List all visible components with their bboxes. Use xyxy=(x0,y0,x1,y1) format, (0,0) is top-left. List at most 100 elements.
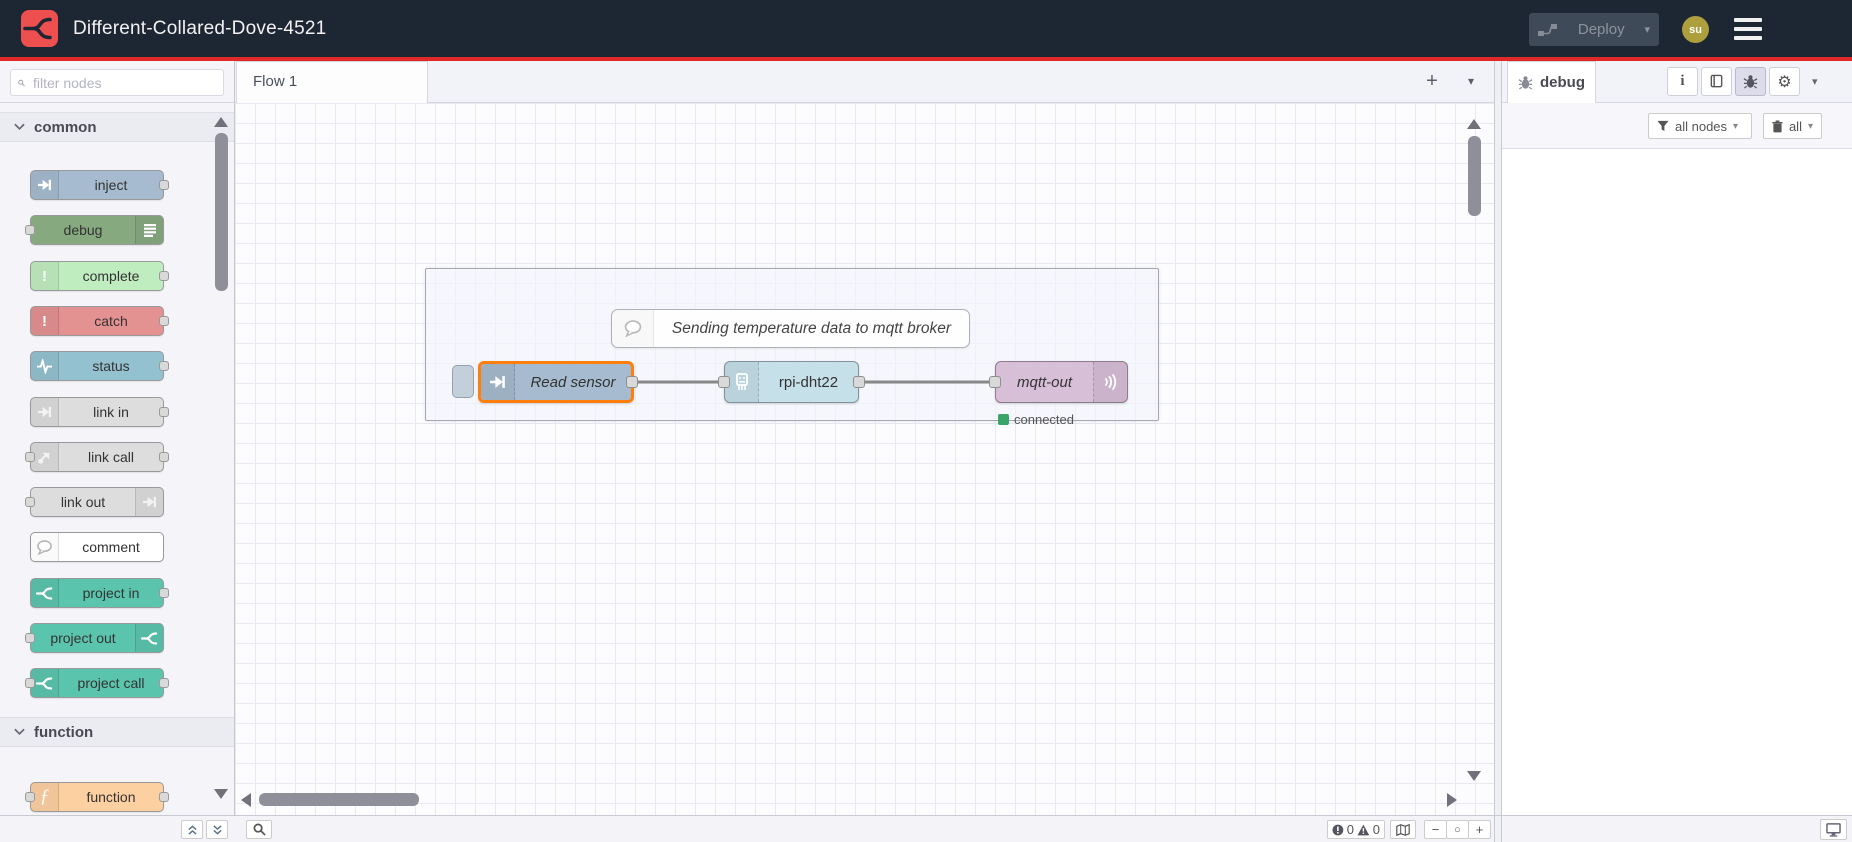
deploy-label: Deploy xyxy=(1577,21,1625,38)
palette-scroll-down-arrow[interactable] xyxy=(214,789,228,799)
flow-node-mqtt-out[interactable]: mqtt-out xyxy=(989,361,1128,403)
canvas-scroll-left-arrow[interactable] xyxy=(241,793,251,807)
canvas-vscrollbar-thumb[interactable] xyxy=(1468,136,1481,216)
output-port[interactable] xyxy=(626,376,638,388)
comment-node[interactable]: Sending temperature data to mqtt broker xyxy=(611,309,970,348)
warning-icon xyxy=(1357,824,1370,835)
palette-scrollbar-thumb[interactable] xyxy=(215,133,228,291)
palette-category-common[interactable]: common xyxy=(0,112,234,142)
add-flow-button[interactable]: + xyxy=(1426,70,1438,92)
palette-node-link-in[interactable]: link in xyxy=(30,397,169,427)
inject-icon xyxy=(31,171,59,199)
double-chevron-down-icon xyxy=(212,824,222,835)
info-icon: i xyxy=(1680,73,1685,89)
palette-node-link-call[interactable]: link call xyxy=(25,442,169,472)
sidebar-tab-debug[interactable]: debug xyxy=(1507,61,1596,103)
output-port[interactable] xyxy=(159,792,169,802)
output-port[interactable] xyxy=(159,316,169,326)
deploy-button[interactable]: Deploy ▾ xyxy=(1529,13,1659,46)
status-dot xyxy=(998,414,1009,425)
palette-node-label: catch xyxy=(94,313,128,329)
palette-node-link-out[interactable]: link out xyxy=(25,487,164,517)
output-port[interactable] xyxy=(159,588,169,598)
debug-lines-icon xyxy=(135,216,163,244)
flow-node-read-sensor[interactable]: Read sensor xyxy=(478,361,638,403)
input-port[interactable] xyxy=(989,376,1001,388)
input-port[interactable] xyxy=(25,452,35,462)
caret-down-icon: ▾ xyxy=(1733,120,1739,132)
palette-scroll-up-arrow[interactable] xyxy=(214,117,228,127)
palette-node-debug[interactable]: debug xyxy=(25,215,164,245)
tab-flow-1[interactable]: Flow 1 xyxy=(236,61,428,103)
palette-node-label: status xyxy=(92,358,130,374)
palette-expand-all-button[interactable] xyxy=(206,820,228,839)
sidebar-menu-caret-icon[interactable]: ▾ xyxy=(1812,76,1818,88)
flow-node-label: rpi-dht22 xyxy=(778,373,839,391)
search-icon xyxy=(18,79,25,86)
zoom-in-button[interactable]: + xyxy=(1468,820,1491,839)
input-port[interactable] xyxy=(25,792,35,802)
dashboard-button[interactable] xyxy=(1820,819,1847,840)
debug-clear-label: all xyxy=(1788,118,1802,134)
palette-node-complete[interactable]: ! complete xyxy=(30,261,169,291)
palette-node-label: inject xyxy=(94,177,128,193)
sidebar-config-button[interactable]: ⚙ xyxy=(1769,67,1800,96)
output-port[interactable] xyxy=(159,180,169,190)
navigator-toggle-button[interactable] xyxy=(1390,820,1416,839)
palette-node-project-in[interactable]: project in xyxy=(30,578,169,608)
palette-filter-input[interactable] xyxy=(31,73,216,92)
input-port[interactable] xyxy=(25,633,35,643)
output-port[interactable] xyxy=(159,678,169,688)
debug-clear-button[interactable]: all ▾ xyxy=(1763,113,1822,139)
palette-node-function[interactable]: ƒ function xyxy=(25,782,169,812)
palette-node-catch[interactable]: ! catch xyxy=(30,306,169,336)
inject-trigger-button[interactable] xyxy=(452,365,474,398)
flow-node-rpi-dht22[interactable]: rpi-dht22 xyxy=(718,361,865,403)
sidebar-help-button[interactable] xyxy=(1701,67,1732,96)
output-port[interactable] xyxy=(159,271,169,281)
sidebar-debug-button[interactable] xyxy=(1735,67,1766,96)
input-port[interactable] xyxy=(718,376,730,388)
palette-node-project-out[interactable]: project out xyxy=(25,623,164,653)
output-port[interactable] xyxy=(159,361,169,371)
menu-bar xyxy=(1734,36,1762,40)
canvas-hscrollbar-thumb[interactable] xyxy=(259,793,419,806)
output-port[interactable] xyxy=(853,376,865,388)
user-avatar[interactable]: su xyxy=(1682,16,1709,43)
project-branch-icon xyxy=(31,579,59,607)
input-port[interactable] xyxy=(25,225,35,235)
sidebar-info-button[interactable]: i xyxy=(1667,67,1698,96)
canvas-scroll-right-arrow[interactable] xyxy=(1447,793,1457,807)
canvas-scroll-down-arrow[interactable] xyxy=(1467,771,1481,781)
palette-collapse-all-button[interactable] xyxy=(181,820,203,839)
deploy-caret-icon[interactable]: ▾ xyxy=(1644,24,1650,36)
debug-message-list xyxy=(1502,149,1852,815)
canvas-search-button[interactable] xyxy=(246,820,272,839)
palette-node-label: project out xyxy=(50,630,116,646)
zoom-out-button[interactable]: − xyxy=(1424,820,1447,839)
debug-filter-button[interactable]: all nodes ▾ xyxy=(1648,113,1752,139)
output-port[interactable] xyxy=(159,452,169,462)
palette-node-project-call[interactable]: project call xyxy=(25,668,169,698)
palette-node-label: link call xyxy=(88,449,134,465)
palette-node-status[interactable]: status xyxy=(30,351,169,381)
palette-node-inject[interactable]: inject xyxy=(30,170,169,200)
zoom-reset-button[interactable]: ○ xyxy=(1446,820,1469,839)
exclamation-icon: ! xyxy=(31,262,59,290)
flow-list-caret-icon[interactable]: ▾ xyxy=(1467,74,1475,88)
sidebar-resize-handle[interactable] xyxy=(1494,61,1502,842)
palette-filter[interactable] xyxy=(10,69,224,96)
input-port[interactable] xyxy=(25,678,35,688)
bug-icon xyxy=(1743,75,1758,89)
error-warning-counts-button[interactable]: 0 0 xyxy=(1327,820,1385,839)
main-menu-button[interactable] xyxy=(1734,18,1762,40)
category-label: function xyxy=(34,723,94,741)
canvas-scroll-up-arrow[interactable] xyxy=(1467,119,1481,129)
output-port[interactable] xyxy=(159,407,169,417)
chevron-down-icon xyxy=(14,728,25,736)
palette-node-comment[interactable]: comment xyxy=(30,532,164,562)
palette-node-label: function xyxy=(86,789,136,805)
input-port[interactable] xyxy=(25,497,35,507)
flow-canvas[interactable]: Sending temperature data to mqtt broker … xyxy=(235,103,1494,815)
palette-category-function[interactable]: function xyxy=(0,717,234,747)
